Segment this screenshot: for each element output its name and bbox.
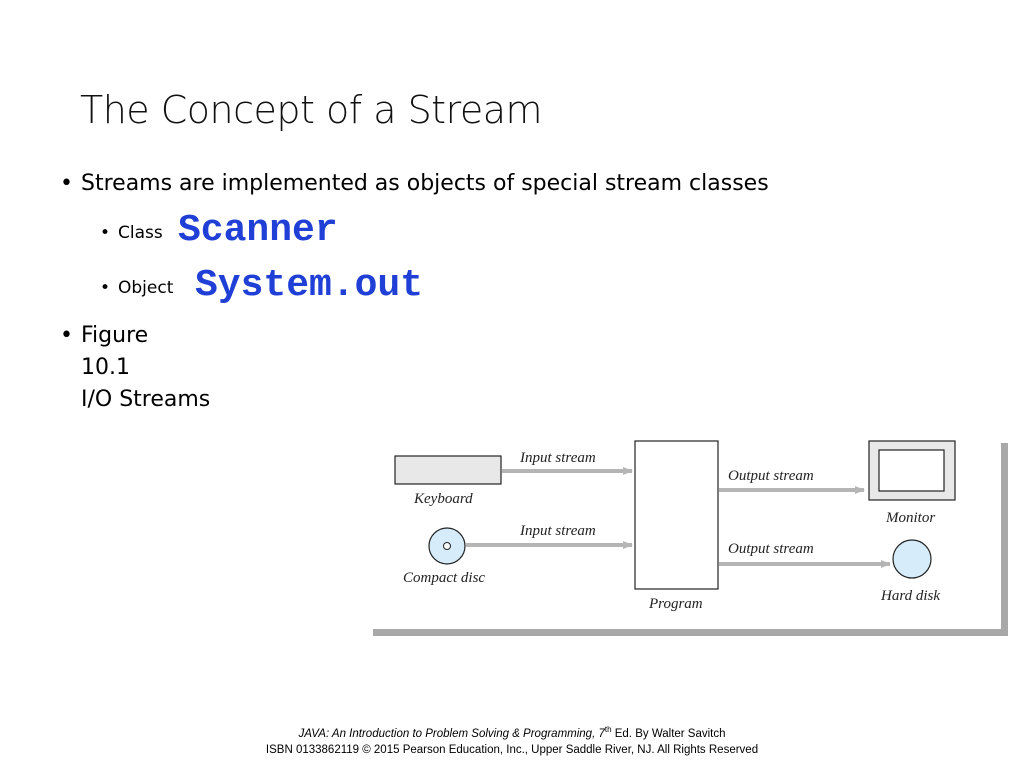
sub-bullet-label: Object [118, 278, 174, 298]
sub-bullet-label: Class [118, 223, 163, 243]
program-label: Program [648, 596, 703, 612]
io-streams-figure: Keyboard Compact disc Program Monitor Ha… [366, 436, 1001, 629]
input-stream-label-1: Input stream [519, 450, 596, 466]
keyboard-icon [394, 455, 502, 485]
keyboard-label: Keyboard [413, 491, 473, 507]
figure-caption-line: Figure [81, 323, 149, 348]
monitor-screen [878, 449, 945, 492]
figure-caption-line: I/O Streams [81, 387, 211, 412]
footer-line-1: JAVA: An Introduction to Problem Solving… [0, 722, 1024, 742]
output-stream-label-2: Output stream [728, 541, 814, 557]
footer-line-2: ISBN 0133862119 © 2015 Pearson Education… [265, 743, 759, 756]
book-title: JAVA: An Introduction to Problem Solving… [298, 727, 605, 740]
io-streams-diagram: Keyboard Compact disc Program Monitor Ha… [394, 440, 956, 612]
edition-superscript: th [604, 725, 612, 734]
code-scanner: Scanner [178, 209, 338, 252]
output-stream-label-1: Output stream [728, 468, 814, 484]
code-system-out: System.out [195, 264, 424, 307]
hard-disk-icon [892, 539, 932, 579]
bullet-dot: • [60, 171, 73, 196]
slide-title: The Concept of a Stream [80, 88, 543, 132]
figure-caption-line: 10.1 [81, 355, 130, 380]
monitor-label: Monitor [885, 510, 935, 526]
bullet-dot: • [60, 323, 73, 348]
compact-disc-hole [443, 542, 451, 550]
compact-disc-label: Compact disc [403, 570, 485, 586]
input-stream-label-2: Input stream [519, 523, 596, 539]
bullet-dot: • [100, 278, 111, 298]
footer: JAVA: An Introduction to Problem Solving… [0, 722, 1024, 758]
edition-author: Ed. By Walter Savitch [611, 727, 726, 740]
figure-caption: Figure 10.1 I/O Streams [81, 320, 210, 416]
bullet-text: Streams are implemented as objects of sp… [81, 171, 769, 196]
hard-disk-label: Hard disk [880, 588, 940, 604]
program-box [634, 440, 719, 590]
bullet-dot: • [100, 223, 111, 243]
